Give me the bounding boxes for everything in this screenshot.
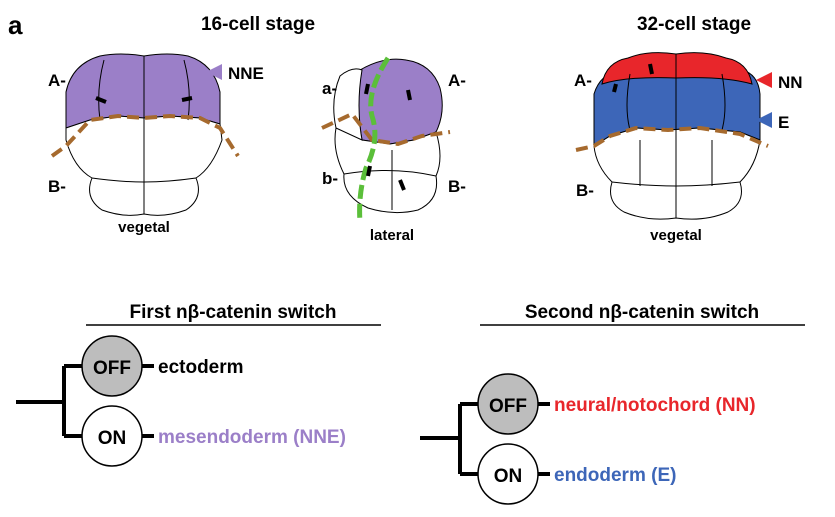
embryo-32cell-vegetal: A- B- NN E vegetal [574, 52, 803, 244]
switch1-off-label: OFF [93, 358, 131, 379]
label-A: A- [48, 71, 66, 90]
label-B: B- [48, 177, 66, 196]
e-arrowhead [756, 112, 772, 128]
caption-vegetal-16: vegetal [118, 219, 170, 236]
label-A-32: A- [574, 71, 592, 90]
switch1-on-label: ON [98, 428, 127, 449]
caption-lateral: lateral [370, 227, 414, 244]
label-NN: NN [778, 73, 803, 92]
lateral-green-line [357, 56, 391, 223]
panel-letter: a [8, 10, 23, 40]
label-b: b- [322, 169, 338, 188]
boundary-line-32 [575, 125, 769, 152]
nne-arrowhead [206, 64, 222, 80]
boundary-line [50, 113, 240, 158]
switch2-off-target: neural/notochord (NN) [554, 395, 756, 416]
switch2-on-label: ON [494, 466, 523, 487]
label-E: E [778, 113, 789, 132]
nn-arrowhead [756, 72, 772, 88]
switch2-on-target: endoderm (E) [554, 465, 676, 486]
stage16-title: 16-cell stage [201, 14, 315, 35]
switch1-tree [16, 364, 82, 438]
label-B-lateral: B- [448, 177, 466, 196]
embryo-16cell-vegetal: A- B- NNE vegetal [48, 53, 264, 236]
switch1-on-target: mesendoderm (NNE) [158, 427, 346, 448]
lateral-cells [333, 68, 441, 214]
label-A-lateral: A- [448, 71, 466, 90]
switch1-title: First nβ-catenin switch [130, 302, 337, 323]
nne-region [65, 53, 221, 129]
switch2-off-label: OFF [489, 396, 527, 417]
embryo-16cell-lateral: a- A- b- B- lateral [321, 56, 466, 244]
stage32-title: 32-cell stage [637, 14, 751, 35]
label-B-32: B- [576, 181, 594, 200]
switch2-tree [420, 402, 480, 476]
caption-vegetal-32: vegetal [650, 227, 702, 244]
switch2-title: Second nβ-catenin switch [525, 302, 759, 323]
label-a: a- [322, 79, 337, 98]
switch1-off-target: ectoderm [158, 357, 244, 378]
vegetal-cells-32 [593, 127, 761, 220]
label-NNE: NNE [228, 64, 264, 83]
lateral-boundary [321, 111, 451, 147]
switch2-diagram: Second nβ-catenin switch OFF neural/noto… [420, 302, 805, 505]
switch1-diagram: First nβ-catenin switch OFF ectoderm ON … [16, 302, 381, 467]
